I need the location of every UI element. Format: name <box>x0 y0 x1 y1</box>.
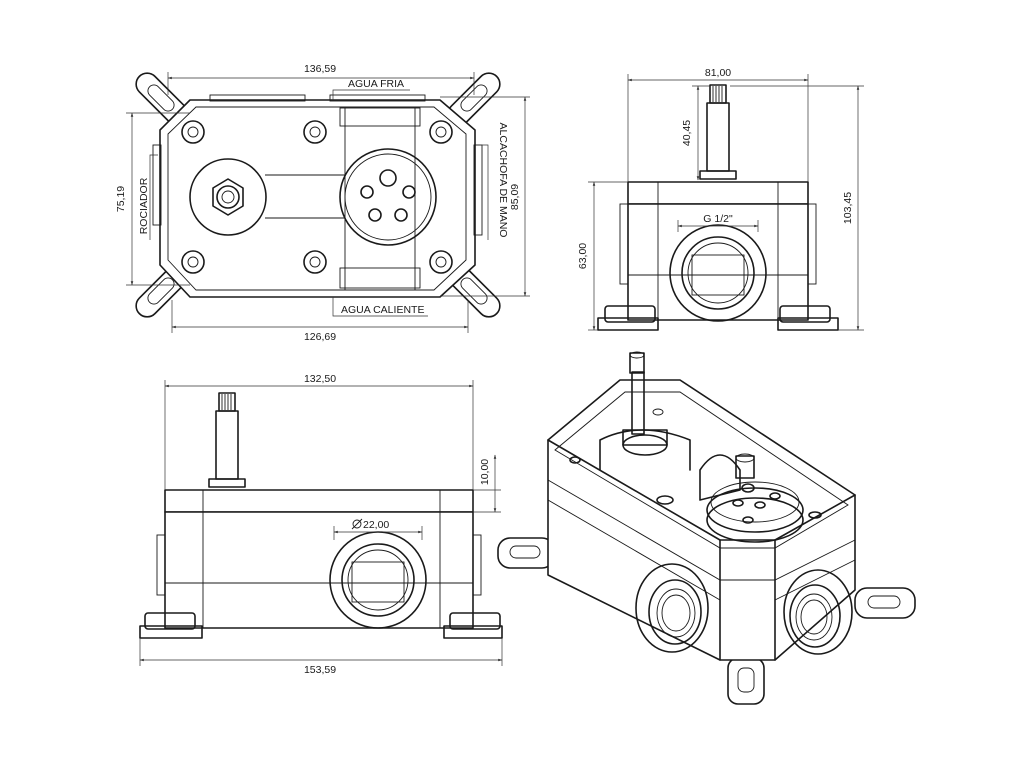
iso-cartridge <box>706 481 804 543</box>
label-alcachofa: ALCACHOFA DE MANO <box>480 123 509 240</box>
dim-port-diameter-text: 22,00 <box>363 519 389 531</box>
iso-diverter <box>599 351 691 471</box>
dim-front-top: 132,50 <box>164 373 474 490</box>
diverter-valve <box>189 158 267 236</box>
iso-ear-right <box>854 587 916 619</box>
dim-top-outer: 136,59 <box>167 63 475 95</box>
dim-total-height: 103,45 <box>730 85 864 331</box>
side-lid <box>627 181 809 205</box>
mixer-cartridge <box>339 148 437 246</box>
svg-text:ALCACHOFA DE MANO: ALCACHOFA DE MANO <box>497 123 509 238</box>
dim-front-bottom-text: 153,59 <box>304 664 336 676</box>
isometric-view <box>497 351 916 705</box>
dim-body-height: 63,00 <box>577 181 628 331</box>
label-agua-fria: AGUA FRIA <box>332 78 410 100</box>
side-view: 81,00 40,45 103,45 63,00 G 1/2" <box>577 67 864 331</box>
dim-right-height-text: 85,09 <box>509 184 521 210</box>
dim-thread: G 1/2" <box>677 213 759 232</box>
iso-port-right <box>783 569 853 655</box>
label-rociador: ROCIADOR <box>138 154 158 240</box>
front-body <box>164 511 474 629</box>
screw-bosses <box>181 120 453 274</box>
dim-lid-height-text: 10,00 <box>479 459 491 485</box>
dim-lid-height: 10,00 <box>473 454 501 513</box>
front-port <box>329 531 427 629</box>
dim-left-height: 75,19 <box>115 112 190 286</box>
iso-inner-ribs <box>569 453 822 519</box>
dim-body-height-text: 63,00 <box>577 243 589 269</box>
dim-top-inner: 126,69 <box>171 300 469 343</box>
dim-port-diameter: 22,00 <box>333 518 423 540</box>
dim-top-inner-text: 126,69 <box>304 331 336 343</box>
dim-front-bottom: 153,59 <box>139 638 503 676</box>
dim-side-width: 81,00 <box>627 67 809 182</box>
dim-side-width-text: 81,00 <box>705 67 731 79</box>
svg-text:AGUA CALIENTE: AGUA CALIENTE <box>341 304 424 316</box>
label-agua-caliente: AGUA CALIENTE <box>332 297 428 317</box>
dim-top-outer-text: 136,59 <box>304 63 336 75</box>
dim-total-height-text: 103,45 <box>842 192 854 224</box>
iso-ear-left <box>497 537 555 569</box>
dim-thread-text: G 1/2" <box>703 213 733 225</box>
svg-text:AGUA FRIA: AGUA FRIA <box>348 78 404 90</box>
dim-right-height: 85,09 <box>440 96 530 297</box>
box-outline-inner <box>167 106 467 291</box>
dim-left-height-text: 75,19 <box>115 186 127 212</box>
front-view: 132,50 153,59 10,00 22,00 <box>139 373 503 676</box>
dim-stem-height-text: 40,45 <box>681 120 693 146</box>
box-outline-outer <box>159 99 476 298</box>
front-lid <box>164 489 474 513</box>
iso-port-left <box>635 563 709 653</box>
dim-stem-height: 40,45 <box>681 85 710 181</box>
svg-text:ROCIADOR: ROCIADOR <box>138 177 150 234</box>
top-view: 136,59 126,69 75,19 85,09 AGUA FRIA <box>115 63 530 343</box>
iso-ear-bottom <box>727 657 765 705</box>
dim-front-top-text: 132,50 <box>304 373 336 385</box>
